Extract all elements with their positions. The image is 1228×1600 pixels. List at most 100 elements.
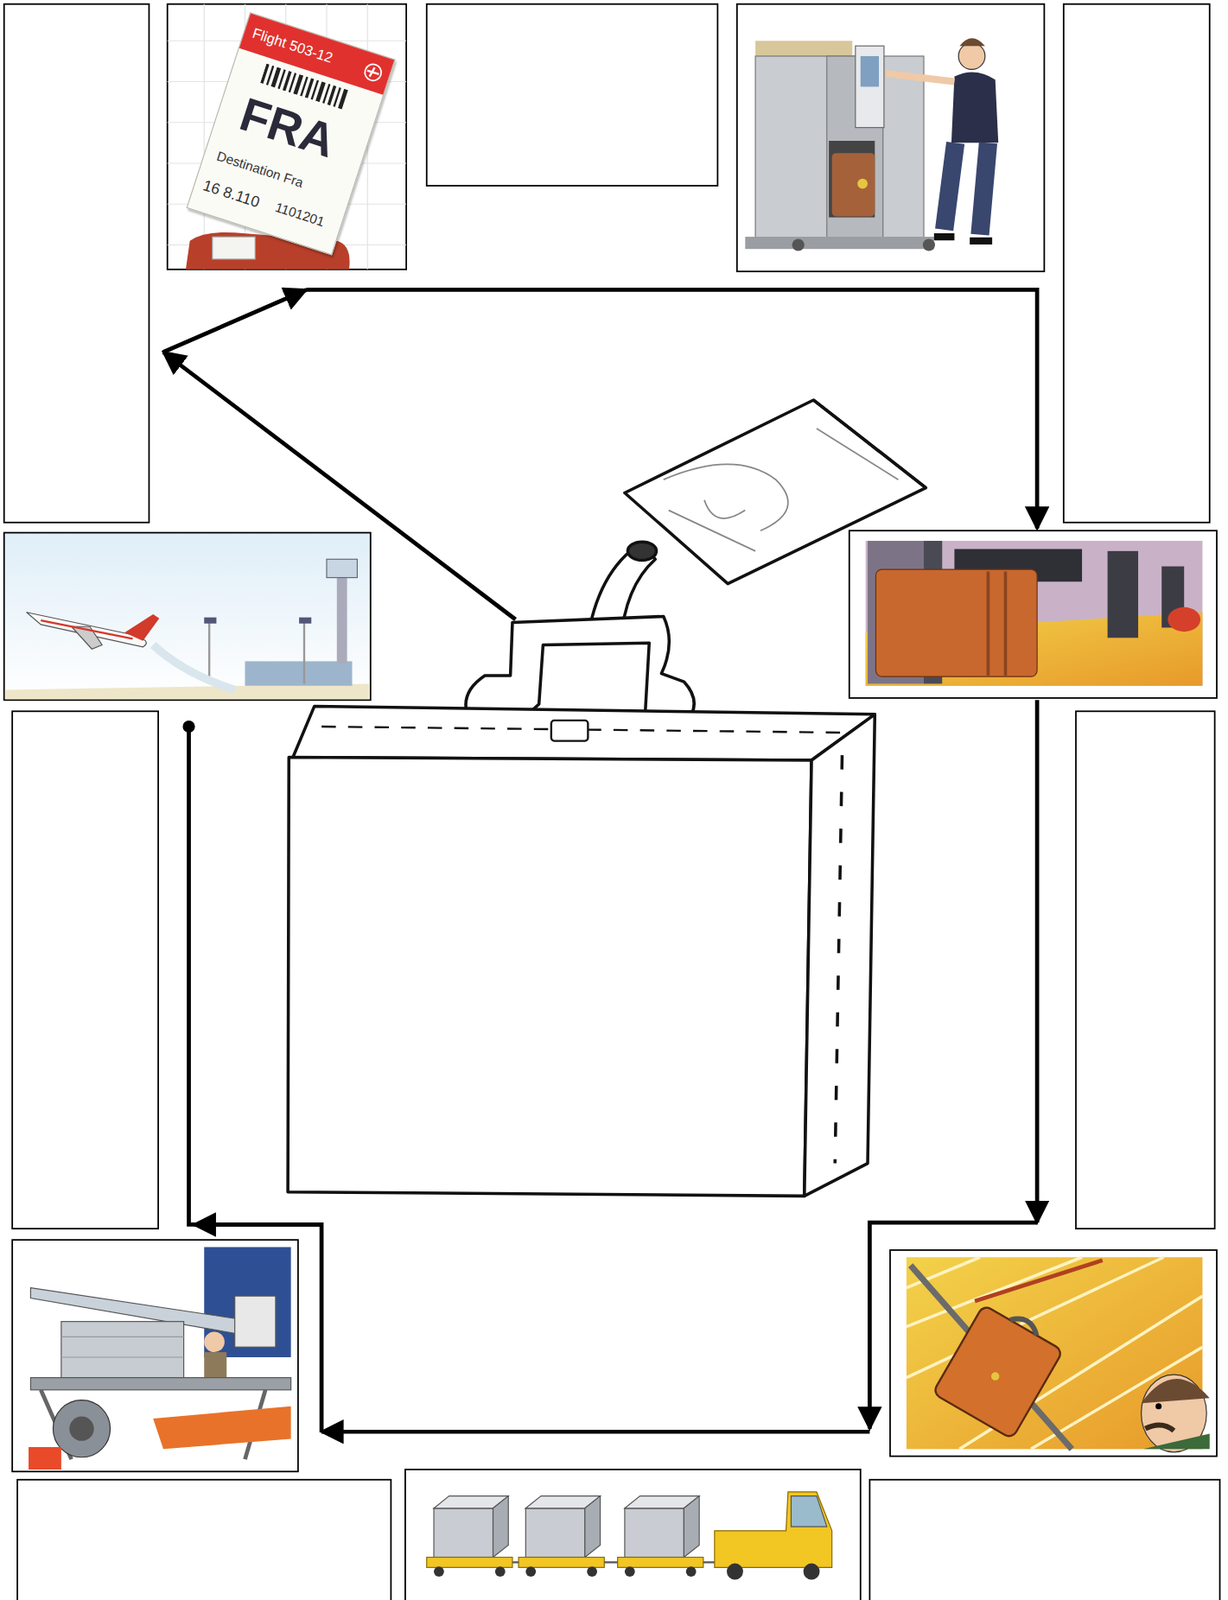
aircraft-loading-picture-part [61, 1322, 185, 1379]
baggage-tag-picture-part [167, 4, 407, 270]
tag-label: Destination Fra [215, 149, 306, 191]
baggage-sorting-picture-part [1141, 1379, 1210, 1404]
plane-takeoff-picture-part [209, 623, 305, 685]
plane-takeoff-picture-part [299, 617, 312, 624]
suitcase-drawing-part [287, 757, 812, 1197]
flow-arrow-part [193, 1222, 322, 1228]
empty-answer-box-part [1063, 4, 1210, 523]
conveyor-belt-picture-part [1167, 607, 1201, 632]
flow-arrow-part [321, 1430, 870, 1435]
xray-check-picture-part [958, 43, 986, 70]
plane-takeoff-picture-part [337, 571, 348, 663]
aircraft-loading-picture-part [52, 1400, 110, 1458]
baggage-sorting-picture-part [974, 1260, 1103, 1302]
xray-check-picture-part [922, 238, 936, 251]
conveyor-belt-picture-part [987, 571, 1006, 675]
suitcase-drawing-part [663, 464, 789, 531]
xray-check-picture-part [860, 56, 879, 87]
aircraft-loading-picture [12, 1240, 299, 1472]
conveyor-belt-picture-part [1107, 551, 1139, 638]
baggage-cart-picture-part-part [433, 1508, 494, 1559]
suitcase-drawing-part [834, 755, 842, 1164]
aircraft-loading-picture-part [203, 1331, 225, 1353]
aircraft-loading-picture-part [28, 1447, 62, 1470]
empty-answer-box-part [12, 711, 159, 1229]
plane-takeoff-picture [4, 533, 371, 701]
xray-check-picture-part [737, 4, 1045, 272]
aircraft-loading-picture-part [152, 1406, 291, 1451]
aircraft-loading-picture-part [69, 1417, 94, 1442]
aircraft-loading-picture-part [235, 1296, 276, 1348]
baggage-cart-picture-part-part [683, 1496, 700, 1559]
conveyor-belt-picture [849, 530, 1217, 699]
baggage-cart-picture-part-part [585, 1496, 601, 1559]
tag-label: 1101201 [273, 200, 327, 230]
baggage-sorting-picture-part [890, 1250, 1217, 1458]
xray-check-picture-part [951, 71, 999, 143]
tag-label: 16 8.110 [201, 177, 262, 210]
baggage-cart-picture-part-part [714, 1492, 833, 1568]
baggage-tag-picture-part [212, 236, 256, 260]
baggage-cart-picture-part-part [493, 1496, 510, 1559]
baggage-cart-picture-part-part [518, 1558, 605, 1569]
baggage-cart-picture-part-part [433, 1566, 445, 1578]
plane-takeoff-picture-part [244, 661, 352, 686]
baggage-sorting-picture-part [910, 1266, 1073, 1451]
flow-arrow-part [163, 289, 306, 352]
aircraft-loading-picture-part [61, 1336, 185, 1358]
xray-check-picture-part [755, 40, 853, 57]
plane-takeoff-picture-part [124, 614, 160, 642]
conveyor-belt-picture-part [865, 540, 1203, 687]
conveyor-belt-picture-part [849, 530, 1217, 699]
flow-arrow-part [163, 352, 516, 620]
conveyor-belt-picture-part [875, 569, 1038, 677]
xray-check-picture-part [828, 140, 875, 218]
xray-check-picture-part [855, 45, 885, 128]
plane-takeoff-picture-part [326, 559, 357, 578]
baggage-cart-picture-part [433, 1564, 820, 1581]
baggage-cart-picture-part [512, 1561, 715, 1564]
baggage-cart-picture-part-part [525, 1508, 586, 1559]
suitcase-drawing-part [627, 541, 656, 560]
xray-check-picture-part [857, 178, 868, 190]
empty-answer-box-part [426, 4, 719, 186]
baggage-cart-picture-part-part [686, 1566, 697, 1578]
plane-logo-part [362, 62, 384, 83]
flow-arrow-part [869, 1222, 1038, 1430]
plane-takeoff-picture-part [5, 683, 370, 700]
empty-answer-box [4, 4, 1221, 1600]
empty-answer-box-part [4, 4, 150, 523]
barcode-part-part [337, 89, 349, 110]
suitcase-drawing-part [551, 720, 589, 742]
plane-takeoff-picture-part [203, 617, 217, 624]
plane-logo-part [365, 65, 381, 80]
suitcase-drawing-part [668, 428, 899, 552]
suitcase-drawing-part [292, 706, 875, 761]
xray-check-picture-part [744, 236, 935, 249]
aircraft-loading-picture-part [12, 1240, 299, 1472]
flow-arrow-part [305, 289, 1038, 529]
baggage-cart-picture-part [405, 1469, 861, 1600]
baggage-sorting-picture-part [1145, 1425, 1174, 1432]
flow-arrow [163, 289, 1038, 1432]
baggage-sorting-picture-part-part [932, 1304, 1063, 1439]
xray-check-picture-part [832, 152, 876, 217]
baggage-sorting-picture-part [932, 1298, 1068, 1440]
baggage-cart-picture-part [433, 1496, 700, 1559]
flow-arrow-part [182, 720, 195, 733]
baggage-sorting-picture-part [1143, 1434, 1210, 1451]
baggage-cart-picture-part-part [525, 1566, 536, 1578]
xray-check-picture-part [792, 238, 805, 251]
empty-answer-box-part [1075, 711, 1216, 1229]
suitcase-drawing-part [813, 400, 926, 489]
xray-check-picture-part [885, 73, 955, 82]
xray-check-picture-part [934, 236, 993, 242]
empty-answer-box-part [17, 1480, 391, 1600]
xray-check-picture-part [755, 56, 924, 241]
suitcase-drawing-part [804, 714, 876, 1197]
flow-arrow-part [189, 726, 323, 1432]
baggage-cart-picture-part [790, 1496, 827, 1528]
plane-takeoff-picture-part [40, 620, 133, 639]
